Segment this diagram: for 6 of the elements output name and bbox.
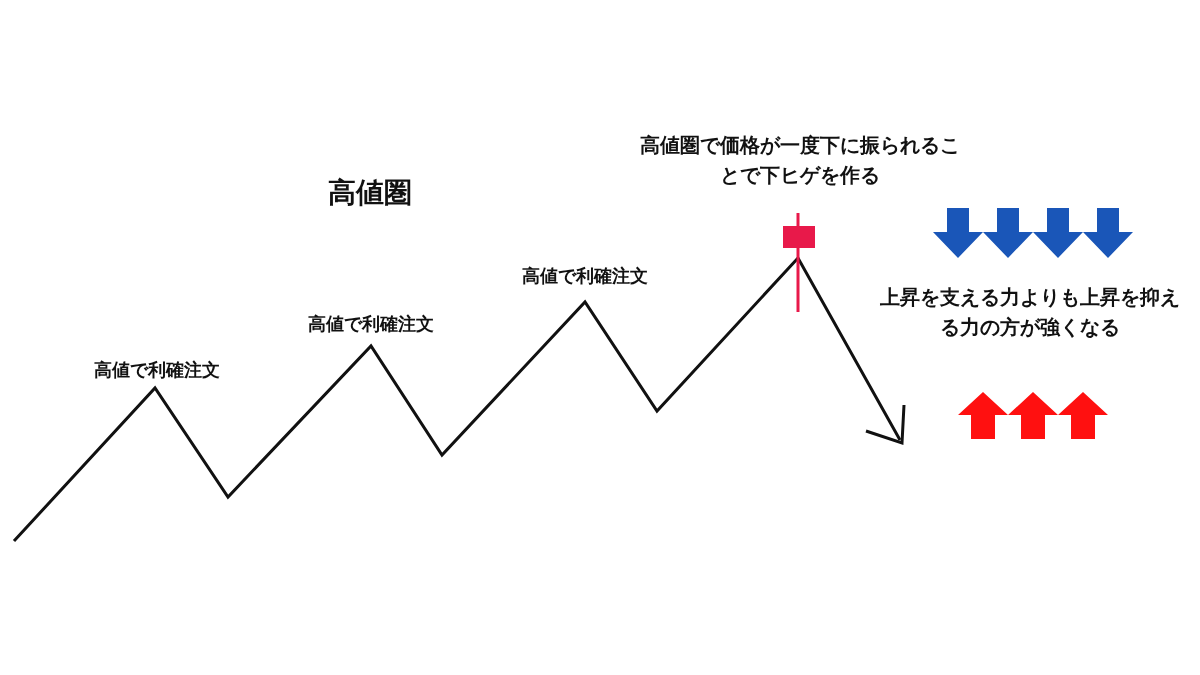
note-text: 上昇を支える力よりも上昇を抑える力の方が強くなる <box>880 284 1180 341</box>
note-text: 高値圏で価格が一度下に振られることで下ヒゲを作る <box>640 132 960 189</box>
heading: 高値圏 <box>327 175 413 211</box>
peak-label: 高値で利確注文 <box>307 312 435 336</box>
peak-label: 高値で利確注文 <box>93 358 221 382</box>
peak-label: 高値で利確注文 <box>521 264 649 288</box>
